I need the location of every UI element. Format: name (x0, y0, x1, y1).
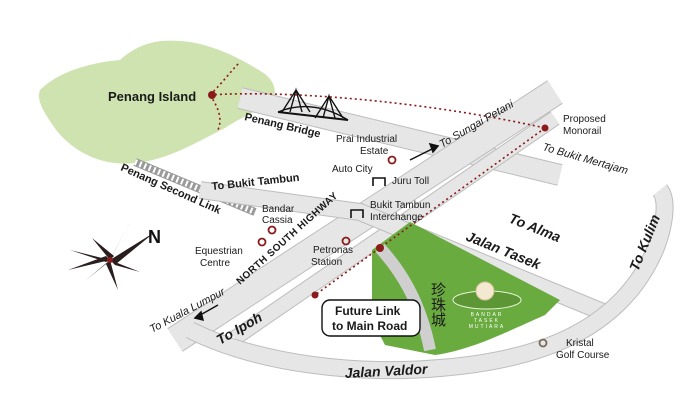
prai-industrial-estate-line2: Estate (360, 146, 389, 157)
bandar-tasek-mutiara-logo: 珍珠城 BANDAR TASEK MUTIARA (429, 281, 522, 330)
monorail-route (209, 61, 546, 296)
logo-line3: MUTIARA (469, 324, 506, 330)
auto-city-label: Auto City (332, 164, 373, 175)
toll-icon (350, 177, 386, 218)
logo-line2: TASEK (474, 318, 500, 324)
penang-island-landmass (38, 40, 275, 164)
penang-island-label: Penang Island (108, 89, 196, 104)
bukit-tambun-interchange-line2: Interchange (370, 212, 423, 223)
bridge-pylon-icon (277, 87, 349, 121)
to-alma-label: To Alma (507, 210, 563, 245)
compass-rose-icon (68, 222, 155, 290)
future-link-road (375, 243, 436, 352)
bukit-tambun-interchange-line1: Bukit Tambun (370, 200, 430, 211)
auto-city-marker (387, 155, 397, 165)
proposed-monorail-line1: Proposed (563, 114, 606, 125)
equestrian-centre-line2: Centre (200, 258, 230, 269)
direction-arrows (193, 142, 440, 322)
petronas-station-marker (341, 236, 351, 246)
bukit-tambun-interchange-marker (376, 244, 384, 252)
juru-toll-label: Juru Toll (392, 176, 429, 187)
kristal-golf-course-line2: Golf Course (556, 350, 610, 361)
equestrian-centre-line1: Equestrian (195, 246, 243, 257)
petronas-station-line2: Station (311, 257, 342, 268)
kristal-golf-marker (538, 338, 548, 348)
penang-island-marker (208, 91, 216, 99)
jalan-valdor-label: Jalan Valdor (344, 361, 429, 381)
future-link-marker (311, 291, 319, 299)
monorail-marker (541, 124, 549, 132)
future-link-line1: Future Link (335, 304, 401, 318)
map-markers (208, 91, 549, 299)
logo-line1: BANDAR (471, 312, 504, 318)
bandar-cassia-marker (267, 225, 277, 235)
kristal-golf-course-line1: Kristal (566, 338, 594, 349)
future-link-line2: to Main Road (332, 319, 407, 333)
bandar-cassia-line2: Cassia (262, 215, 293, 226)
poi-markers (257, 155, 548, 348)
future-link-box (321, 299, 421, 337)
compass-north-label: N (148, 227, 161, 247)
petronas-station-line1: Petronas (313, 245, 353, 256)
equestrian-centre-marker (257, 237, 267, 247)
bandar-cassia-line1: Bandar (262, 204, 295, 215)
prai-industrial-estate-line1: Prai Industrial (336, 134, 397, 145)
proposed-monorail-line2: Monorail (563, 126, 601, 137)
development-chinese-name: 珍珠城 (429, 282, 447, 328)
